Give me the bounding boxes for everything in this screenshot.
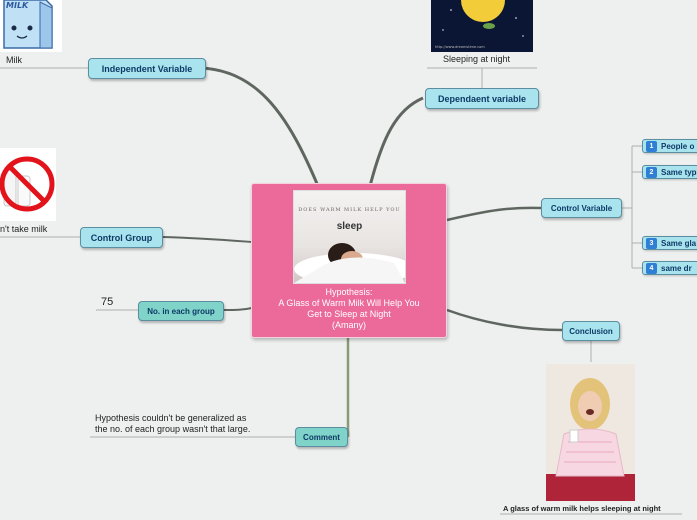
dont-take-milk-label: n't take milk [0,224,48,234]
dependent-variable-node[interactable]: Dependaent variable [425,88,539,109]
hypothesis-line-2: A Glass of Warm Milk Will Help You [278,298,420,308]
conclusion-caption: A glass of warm milk helps sleeping at n… [503,504,661,513]
conclusion-node[interactable]: Conclusion [562,321,620,341]
control-item-3-label: Same gla [661,238,697,248]
control-item-1-label: People o [661,141,695,151]
sleeping-at-night-label: Sleeping at night [443,54,511,64]
number-2-icon: 2 [646,166,657,178]
image-caption-top: DOES WARM MILK HELP YOU [298,207,401,213]
number-4-icon: 4 [646,262,657,274]
control-item-3[interactable]: 3 Same gla [642,236,697,250]
number-1-icon: 1 [646,140,657,152]
comment-line-2: the no. of each group wasn't that large. [95,424,251,434]
warm-milk-sleep-image: DOES WARM MILK HELP YOU sleep [293,190,406,284]
number-in-group-node[interactable]: No. in each group [138,301,224,321]
central-topic-hypothesis[interactable]: DOES WARM MILK HELP YOU sleep Hypothesis… [251,183,447,338]
control-item-4-label: same dr [661,263,692,273]
image-url-text: http://www.dreamstime.com [435,45,485,49]
control-group-node[interactable]: Control Group [80,227,163,248]
independent-variable-node[interactable]: Independent Variable [88,58,206,79]
control-item-4[interactable]: 4 same dr [642,261,697,275]
comment-line-1: Hypothesis couldn't be generalized as [95,413,247,423]
comment-node[interactable]: Comment [295,427,348,447]
no-milk-image [0,148,56,221]
control-item-1[interactable]: 1 People o [642,139,697,153]
milk-carton-image: MILK [0,0,62,52]
carton-text: MILK [6,1,29,10]
control-variable-node[interactable]: Control Variable [541,198,622,218]
night-sky-image: http://www.dreamstime.com [431,0,533,52]
hypothesis-text: Hypothesis: A Glass of Warm Milk Will He… [252,287,446,331]
hypothesis-line-3: Get to Sleep at Night [307,309,391,319]
milk-label: Milk [6,55,22,65]
hypothesis-line-1: Hypothesis: [325,287,373,297]
number-3-icon: 3 [646,237,657,249]
control-item-2[interactable]: 2 Same typ [642,165,697,179]
image-caption-main: sleep [336,221,363,232]
yawning-woman-image [546,364,635,501]
control-item-2-label: Same typ [661,167,697,177]
hypothesis-line-4: (Amany) [331,320,366,330]
group-count-label: 75 [101,296,114,308]
